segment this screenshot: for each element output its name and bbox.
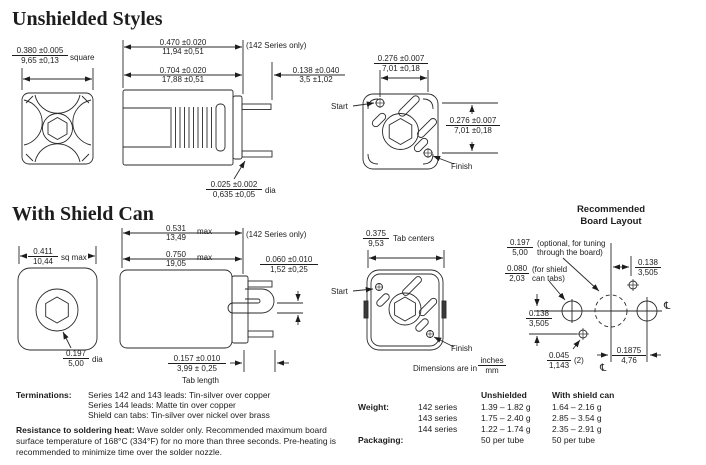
centerline-symbol-vertical: ℄ xyxy=(600,363,607,374)
board-layout-title-line2: Board Layout xyxy=(580,216,642,227)
dim-tab-length-suffix: Tab length xyxy=(182,376,219,385)
dim-can-square-suffix: sq max xyxy=(61,253,87,262)
weight-row-142-shield: 1.64 – 2.16 g xyxy=(552,402,602,412)
centerline-symbol-horizontal: ℄ xyxy=(664,301,671,312)
unshielded-front-view-drawing xyxy=(21,92,94,165)
dim-can-length-143-144-suffix: max xyxy=(197,253,213,262)
dim-board-tuning-note-2: through the board) xyxy=(537,248,603,257)
soldering-heat-label: Resistance to soldering heat: xyxy=(16,425,135,435)
dim-board-tuning-note-1: (optional, for tuning xyxy=(537,239,606,248)
weight-label: Weight: xyxy=(358,402,390,412)
series-note-unshielded: (142 Series only) xyxy=(246,41,307,50)
board-layout-title: Recommended Board Layout xyxy=(556,204,666,228)
packaging-unshielded: 50 per tube xyxy=(481,435,525,445)
weight-row-143-shield: 2.85 – 3.54 g xyxy=(552,413,602,423)
terminations-line-1: Series 142 and 143 leads: Tin-silver ove… xyxy=(88,390,271,400)
terminations-line-3: Shield can tabs: Tin-silver over nickel … xyxy=(88,410,270,420)
unshielded-bottom-view-drawing xyxy=(362,93,439,170)
finish-label-unshielded: Finish xyxy=(451,162,473,171)
weight-row-144-series: 144 series xyxy=(418,424,458,434)
board-layout-title-line1: Recommended xyxy=(576,204,646,215)
shield-top-view-drawing xyxy=(17,267,98,351)
shield-bottom-view-drawing xyxy=(363,269,447,351)
soldering-heat-note: Resistance to soldering heat: Wave solde… xyxy=(16,425,346,458)
dim-lead-diameter-suffix: dia xyxy=(265,186,276,195)
start-label-unshielded: Start xyxy=(331,102,348,111)
terminations-line-2: Series 144 leads: Matte tin over copper xyxy=(88,400,236,410)
dim-tab-centers-suffix: Tab centers xyxy=(393,234,435,243)
unshielded-side-view-drawing xyxy=(122,89,273,166)
weight-row-143-series: 143 series xyxy=(418,413,458,423)
dim-body-square-suffix: square xyxy=(70,53,95,62)
weight-row-142-unshielded: 1.39 – 1.82 g xyxy=(481,402,531,412)
packaging-shield: 50 per tube xyxy=(552,435,596,445)
packaging-label: Packaging: xyxy=(358,435,404,445)
dim-tuning-hole-dia-suffix: dia xyxy=(92,355,103,364)
dim-can-length-142-suffix: max xyxy=(197,227,213,236)
section-title-unshielded: Unshielded Styles xyxy=(12,8,163,30)
shield-side-view-drawing xyxy=(119,269,275,349)
terminations-label: Terminations: xyxy=(16,390,72,400)
dim-board-tab-note-2: can tabs) xyxy=(532,274,565,283)
col-header-shield: With shield can xyxy=(552,390,615,400)
dim-board-lead-hole-qty: (2) xyxy=(574,356,584,365)
dim-board-tab-note-1: (for shield xyxy=(532,265,568,274)
col-header-unshielded: Unshielded xyxy=(481,390,527,400)
dimensions-are-in-label: Dimensions are in xyxy=(413,364,478,373)
section-title-shield-can: With Shield Can xyxy=(12,203,154,225)
weight-row-144-unshielded: 1.22 – 1.74 g xyxy=(481,424,531,434)
soldering-heat-text: Wave solder only. Recommended maximum bo… xyxy=(16,425,337,457)
finish-label-shield: Finish xyxy=(451,344,473,353)
weight-row-143-unshielded: 1.75 – 2.40 g xyxy=(481,413,531,423)
weight-row-144-shield: 2.35 – 2.91 g xyxy=(552,424,602,434)
series-note-shield: (142 Series only) xyxy=(246,230,307,239)
board-layout-drawing xyxy=(529,243,662,362)
start-label-shield: Start xyxy=(331,287,348,296)
weight-row-142-series: 142 series xyxy=(418,402,458,412)
